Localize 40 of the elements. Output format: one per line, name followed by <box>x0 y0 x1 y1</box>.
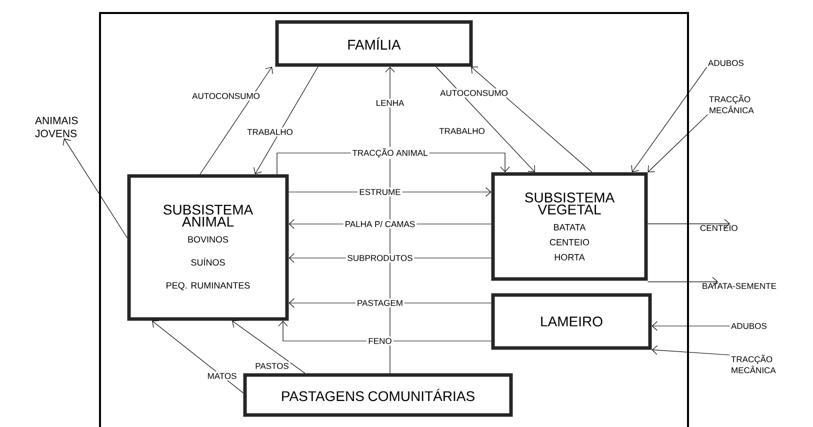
flow-label: CENTEIO <box>700 225 738 231</box>
flow-label: BATATA-SEMENTE <box>702 283 776 289</box>
flow-label: ADUBOS <box>731 323 766 329</box>
arrow <box>648 114 708 172</box>
process-box: PASTAGENS COMUNITÁRIAS <box>243 373 513 417</box>
arrow <box>652 345 730 356</box>
system-boundary <box>99 12 689 427</box>
edge-label: ESTRUME <box>358 187 402 196</box>
edge-label: MATOS <box>206 371 238 380</box>
edge-label: FENO <box>366 336 394 346</box>
arrow <box>471 66 592 173</box>
edge-label: TRACÇÃO ANIMAL <box>350 146 430 160</box>
edge-label: SUBPRODUTOS <box>346 253 414 262</box>
arrow <box>200 66 274 175</box>
flow-label: TRACÇÃO MECÂNICA <box>731 354 776 374</box>
process-box: FAMÍLIA <box>275 20 473 67</box>
flow-label: TRACÇÃO MECÂNICA <box>709 94 754 114</box>
arrow <box>62 138 128 238</box>
arrow <box>232 320 306 374</box>
edge-label: PASTAGEM <box>356 298 404 308</box>
edge-label: AUTOCONSUMO <box>438 88 510 98</box>
edge-label: LENHA <box>374 98 406 108</box>
edge-label: TRABALHO <box>438 126 486 136</box>
edge-label: AUTOCONSUMO <box>190 91 262 100</box>
edge-label: TRABALHO <box>246 127 294 136</box>
flow-label: ANIMAIS JOVENS <box>35 116 78 138</box>
arrow <box>278 320 492 342</box>
arrow <box>652 321 730 331</box>
arrow <box>647 276 718 287</box>
flow-label: ADUBOS <box>708 60 744 66</box>
process-box: SUBSISTEMA ANIMAL BOVINOS SUÍNOS PEQ. RUMINANTES <box>127 174 289 321</box>
arrow <box>254 66 318 174</box>
process-box: SUBSISTEMA VEGETAL BATATA CENTEIO HORTA <box>491 172 648 281</box>
arrow <box>631 66 708 172</box>
edge-label: PASTOS <box>254 361 290 370</box>
arrow <box>647 218 730 229</box>
edge-label: PALHA P/ CAMAS <box>343 219 417 229</box>
process-box: LAMEIRO <box>491 293 652 350</box>
arrow <box>152 320 244 394</box>
arrow <box>436 66 535 172</box>
